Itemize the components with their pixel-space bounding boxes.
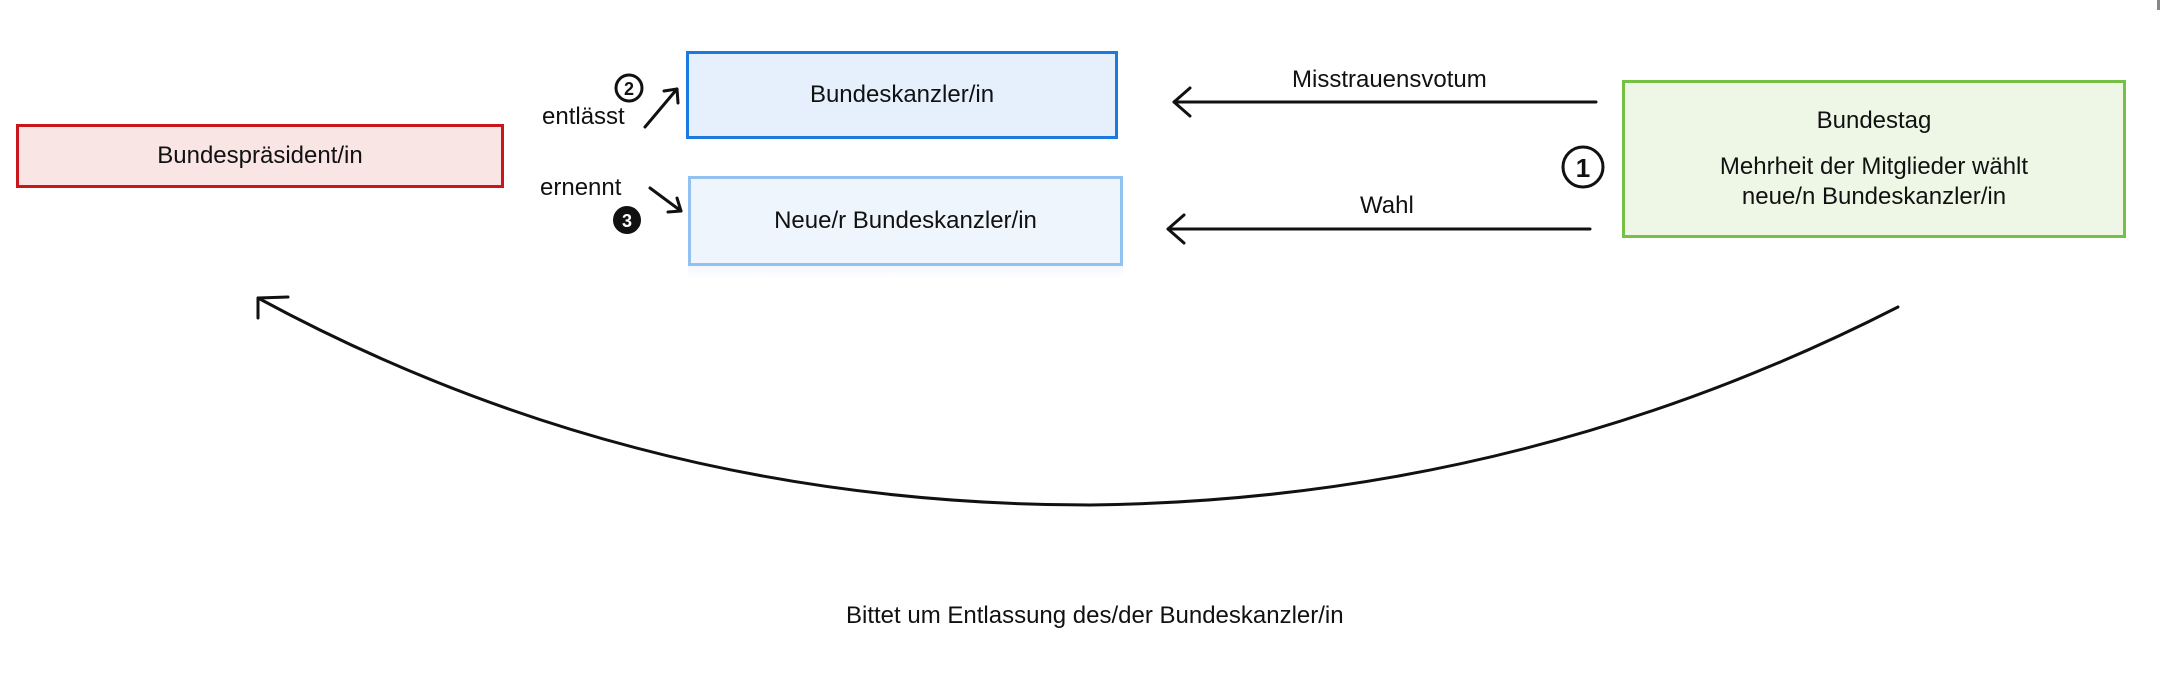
dismisses-label: entlässt <box>542 103 625 130</box>
bundestag-description-line2: neue/n Bundeskanzler/in <box>1741 183 2007 210</box>
request-dismissal-label: Bittet um Entlassung des/der Bundeskanzl… <box>846 602 1344 629</box>
chancellor-label: Bundeskanzler/in <box>809 81 995 108</box>
chancellor-node: Bundeskanzler/in <box>686 51 1118 139</box>
step-marker-1-number: 1 <box>1576 153 1590 183</box>
step-marker-3: 3 <box>613 206 641 234</box>
dismiss-arrow <box>643 87 680 129</box>
step-marker-1: 1 <box>1561 145 1605 189</box>
appoints-label: ernennt <box>540 174 622 201</box>
bundestag-title: Bundestag <box>1816 107 1932 134</box>
new-chancellor-shadow <box>688 266 1123 278</box>
scrollbar-edge <box>2157 0 2160 10</box>
step-marker-3-number: 3 <box>622 211 632 231</box>
election-arrow <box>1166 213 1592 245</box>
president-node: Bundespräsident/in <box>16 124 504 188</box>
bundestag-description-line1: Mehrheit der Mitglieder wählt <box>1719 153 2029 180</box>
no-confidence-arrow <box>1172 86 1598 118</box>
new-chancellor-node: Neue/r Bundeskanzler/in <box>688 176 1123 266</box>
no-confidence-label: Misstrauensvotum <box>1292 66 1487 93</box>
president-label: Bundespräsident/in <box>157 142 363 169</box>
new-chancellor-label: Neue/r Bundeskanzler/in <box>774 207 1037 234</box>
step-marker-2: 2 <box>614 73 644 103</box>
election-label: Wahl <box>1360 192 1414 219</box>
appoint-arrow <box>648 186 683 214</box>
request-curve-arrow <box>256 295 1900 507</box>
bundestag-node: Bundestag Mehrheit der Mitglieder wählt … <box>1622 80 2126 238</box>
step-marker-2-number: 2 <box>624 79 634 99</box>
